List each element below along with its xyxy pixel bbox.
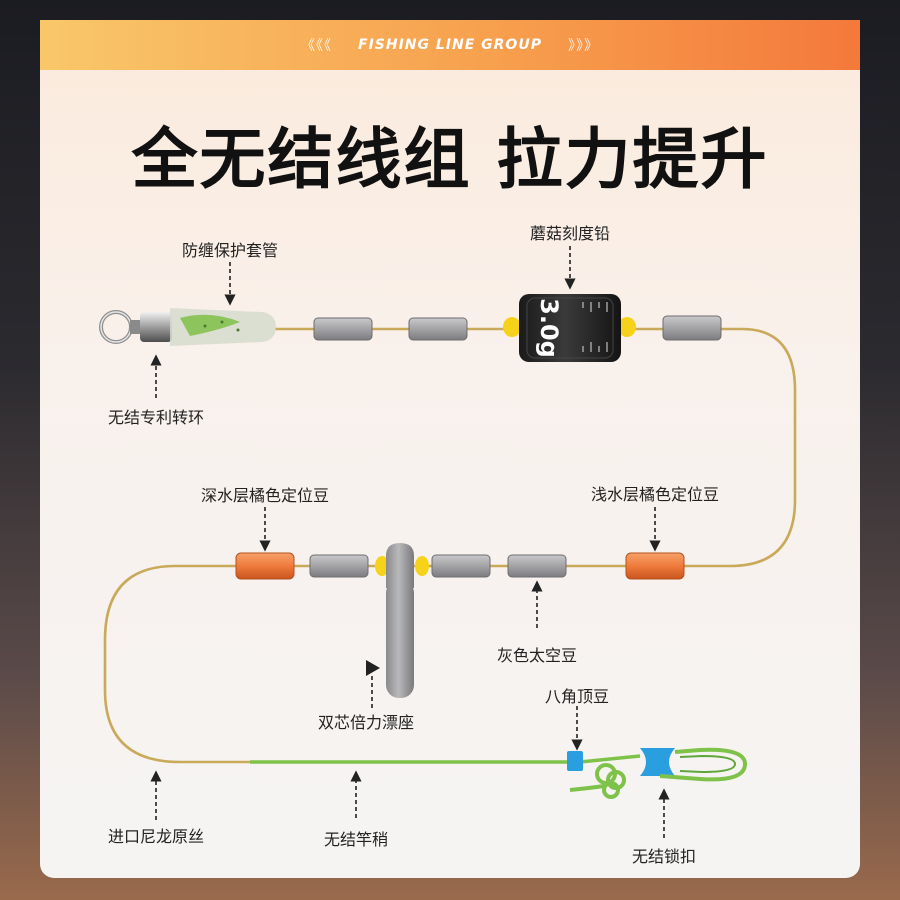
label-rod-tip: 无结竿稍 xyxy=(323,830,389,849)
arrow-float-seat-head xyxy=(366,660,380,676)
fishing-line xyxy=(103,327,797,764)
gray-bean-top-1 xyxy=(313,317,373,341)
label-nylon-line: 进口尼龙原丝 xyxy=(107,827,205,846)
gray-bean-mid-1 xyxy=(309,554,369,578)
left-chevrons: 《《《 xyxy=(301,38,333,54)
gray-bean-top-2 xyxy=(408,317,468,341)
knot-icon xyxy=(569,763,626,799)
poster-card: 《《《 FISHING LINE GROUP 》》》 全无结线组 拉力提升 xyxy=(40,20,860,878)
label-knotless-swivel: 无结专利转环 xyxy=(107,408,205,427)
header-banner: 《《《 FISHING LINE GROUP 》》》 xyxy=(40,20,860,70)
label-float-seat: 双芯倍力漂座 xyxy=(317,713,415,732)
deep-orange-stopper xyxy=(235,552,295,580)
float-seat-icon xyxy=(375,543,429,698)
sinker-weight-label: 3.0g xyxy=(535,298,563,358)
gray-bean-mid-2 xyxy=(431,554,491,578)
label-gray-space-bean: 灰色太空豆 xyxy=(496,646,578,665)
label-deep-stopper: 深水层橘色定位豆 xyxy=(200,486,330,505)
octagon-bead-icon xyxy=(567,751,583,771)
gray-bean-top-3 xyxy=(662,315,722,341)
swivel-icon xyxy=(99,310,172,344)
lock-clip-icon xyxy=(640,747,748,782)
right-chevrons: 》》》 xyxy=(567,38,599,54)
gray-bean-mid-3 xyxy=(507,554,567,578)
label-shallow-stopper: 浅水层橘色定位豆 xyxy=(590,485,720,504)
label-mushroom-sinker: 蘑菇刻度铅 xyxy=(529,224,611,243)
label-lock-clip: 无结锁扣 xyxy=(631,847,697,866)
sleeve-icon xyxy=(170,308,276,346)
shallow-orange-stopper xyxy=(625,552,685,580)
sinker-icon: 3.0g xyxy=(503,294,636,362)
label-octagon-bead: 八角顶豆 xyxy=(544,687,610,706)
label-anti-tangle-sleeve: 防缠保护套管 xyxy=(181,241,279,260)
page-title: 全无结线组 拉力提升 xyxy=(131,121,769,198)
banner-title: FISHING LINE GROUP xyxy=(358,37,542,53)
